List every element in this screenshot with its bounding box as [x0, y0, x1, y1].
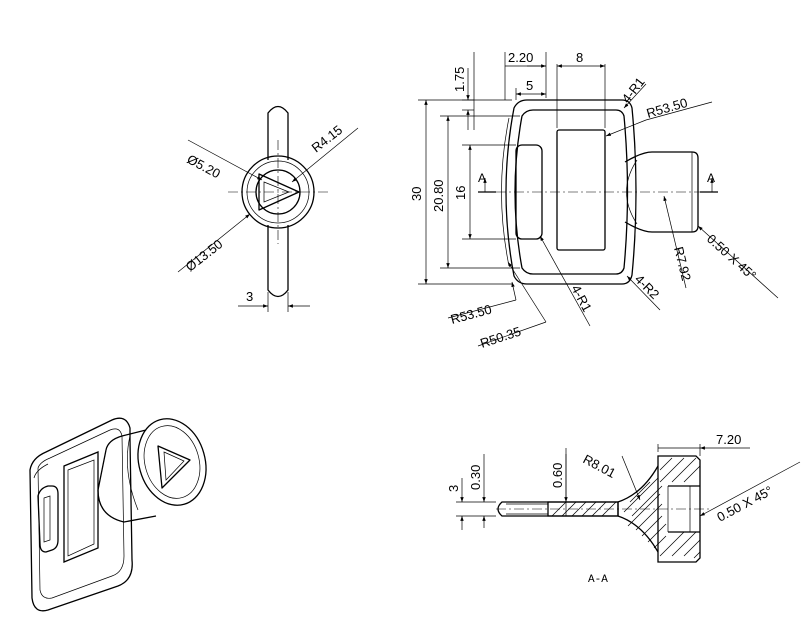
section-chamfer: 0.50 X 45°: [714, 483, 775, 525]
front-width-label: 3: [246, 289, 253, 304]
section-r8-01: R8.01: [581, 451, 619, 481]
section-dim-0-60: 0.60: [550, 463, 565, 488]
side-r53-top: R53.50: [645, 95, 689, 121]
side-r7-92: R7.92: [671, 245, 694, 282]
front-dia-boss-label: Ø13.50: [183, 236, 226, 274]
section-mark-right: A: [707, 171, 715, 185]
side-r50-35: R50.35: [478, 324, 523, 351]
side-dim-1-75: 1.75: [452, 67, 467, 92]
front-radius-label: R4.15: [309, 122, 346, 155]
side-r53-bottom: R53.50: [449, 302, 493, 327]
section-dim-0-30: 0.30: [468, 465, 483, 490]
side-chamfer: 0.50 X 45°: [704, 231, 759, 283]
front-view: Ø5.20 R4.15 Ø13.50 3: [177, 105, 359, 312]
side-dim-2-20: 2.20: [508, 50, 533, 65]
side-dim-30: 30: [409, 187, 424, 201]
section-title: A-A: [588, 574, 608, 586]
side-r2: 4-R2: [632, 272, 663, 303]
section-mark-left: A: [478, 171, 486, 185]
side-view: A A 1.75 2.20 8 5 30: [409, 50, 779, 351]
side-dim-20-80: 20.80: [431, 179, 446, 212]
section-dim-3: 3: [446, 485, 461, 492]
side-dim-16: 16: [453, 186, 468, 200]
isometric-view: [29, 417, 207, 612]
boss-hatching: [623, 457, 701, 559]
section-dim-7-20: 7.20: [716, 432, 741, 447]
side-dim-5: 5: [526, 78, 533, 93]
side-dim-8: 8: [576, 50, 583, 65]
section-view: 7.20 3 0.30 0.60 R8.01 0.50 X 45° A-A: [446, 432, 801, 586]
side-r1-bottom: 4-R1: [568, 282, 594, 314]
side-r1-top: 4-R1: [619, 74, 648, 105]
